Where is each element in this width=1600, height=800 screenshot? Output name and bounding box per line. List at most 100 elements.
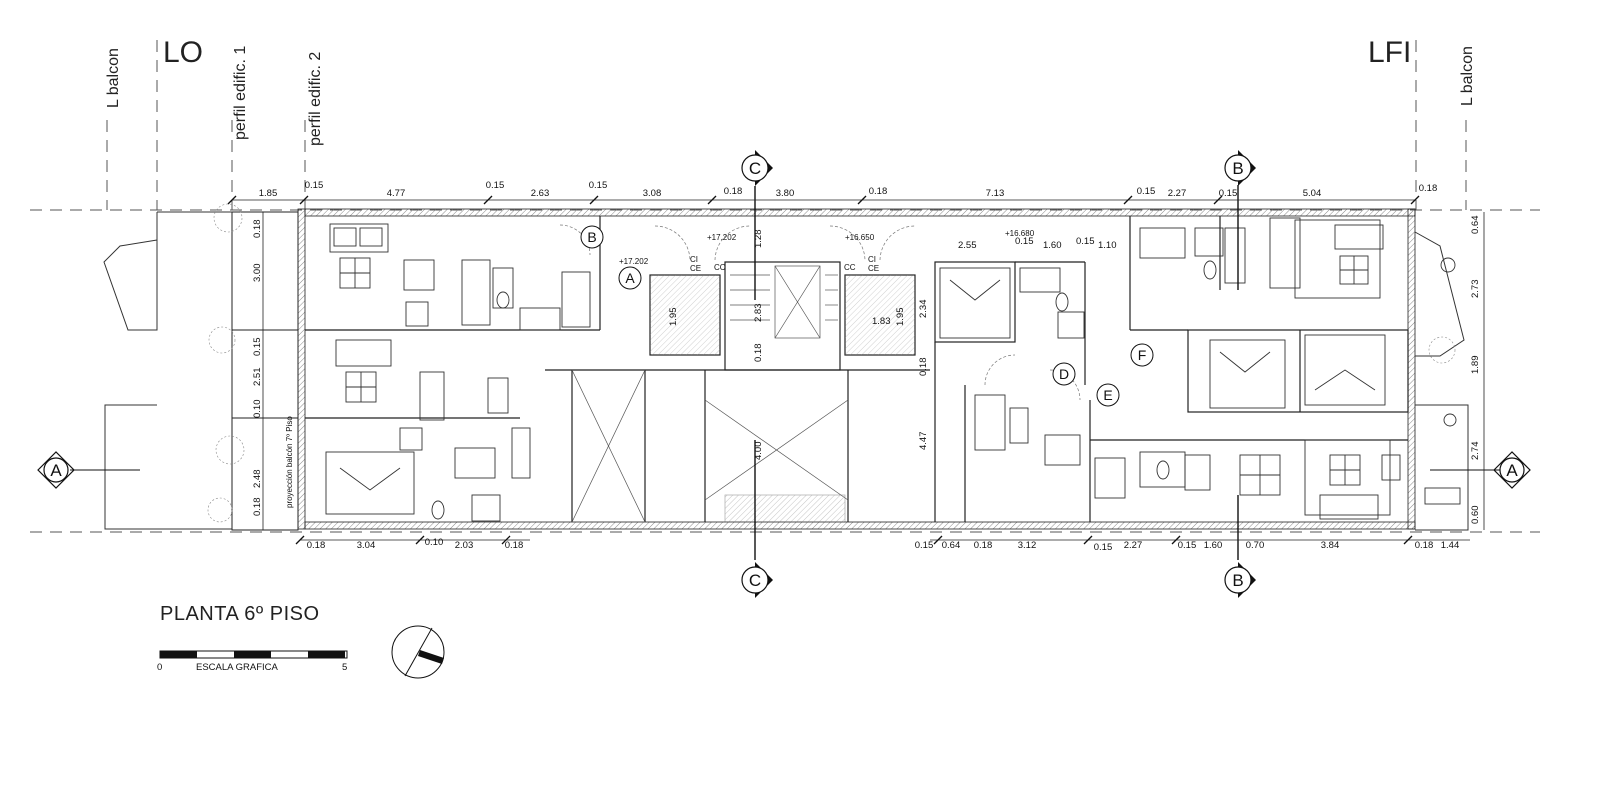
room-letters: A B D E F [580, 225, 1154, 407]
building-walls [103, 208, 1469, 531]
svg-text:0.15: 0.15 [1076, 236, 1095, 247]
svg-text:0.10: 0.10 [425, 537, 444, 548]
svg-text:CE: CE [690, 264, 701, 273]
svg-text:2.83: 2.83 [753, 304, 764, 323]
drawing-title: PLANTA 6º PISO [160, 603, 320, 625]
svg-text:0.15: 0.15 [1137, 186, 1156, 197]
svg-text:0: 0 [157, 662, 162, 673]
svg-text:0.70: 0.70 [1246, 540, 1265, 551]
reference-lines [30, 40, 1540, 533]
svg-text:0.64: 0.64 [1470, 216, 1481, 235]
svg-text:0.18: 0.18 [869, 186, 888, 197]
svg-text:2.74: 2.74 [1470, 442, 1481, 461]
l-balcon-right-label: L balcon [1459, 46, 1476, 106]
svg-text:0.18: 0.18 [252, 220, 263, 239]
svg-text:CI: CI [690, 255, 698, 264]
svg-text:A: A [50, 461, 62, 480]
perfil-edific-2-label: perfil edific. 2 [307, 52, 324, 146]
section-marker-a-right: A [1493, 451, 1531, 489]
room-letter-d: D [1059, 366, 1069, 382]
svg-text:0.18: 0.18 [753, 344, 764, 363]
svg-text:0.10: 0.10 [252, 400, 263, 419]
perfil-edific-1-label: perfil edific. 1 [232, 46, 249, 140]
svg-text:0.64: 0.64 [942, 540, 961, 551]
top-dimensions: 1.85 0.15 4.77 0.15 2.63 0.15 3.08 0.18 … [259, 180, 1438, 199]
projection-note: proyección balcón 7º Piso [285, 416, 294, 508]
svg-text:0.15: 0.15 [1094, 542, 1113, 553]
svg-text:2.27: 2.27 [1168, 188, 1187, 199]
room-letter-b: B [587, 229, 596, 245]
section-marker-a-left: A [37, 451, 75, 489]
svg-text:1.83: 1.83 [872, 316, 891, 327]
room-letter-f: F [1138, 347, 1147, 363]
graphic-scale: 0 ESCALA GRAFICA 5 [157, 650, 348, 673]
furniture [325, 217, 1461, 522]
svg-text:5: 5 [342, 662, 347, 673]
svg-text:0.15: 0.15 [1015, 236, 1034, 247]
svg-text:5.04: 5.04 [1303, 188, 1322, 199]
svg-text:A: A [1506, 461, 1518, 480]
svg-text:7.13: 7.13 [986, 188, 1005, 199]
svg-text:3.80: 3.80 [776, 188, 795, 199]
svg-text:0.18: 0.18 [505, 540, 524, 551]
svg-text:3.08: 3.08 [643, 188, 662, 199]
svg-text:0.18: 0.18 [1419, 183, 1438, 194]
svg-text:2.27: 2.27 [1124, 540, 1143, 551]
svg-text:0.60: 0.60 [1470, 506, 1481, 525]
room-letter-e: E [1103, 387, 1112, 403]
svg-text:B: B [1232, 159, 1243, 178]
section-marker-b-top: B [1224, 150, 1256, 186]
svg-text:0.15: 0.15 [1219, 188, 1238, 199]
axis-label-lfi: LFI [1368, 36, 1411, 69]
svg-text:3.04: 3.04 [357, 540, 376, 551]
svg-text:4.47: 4.47 [918, 432, 929, 451]
svg-text:1.28: 1.28 [753, 230, 764, 249]
svg-text:2.63: 2.63 [531, 188, 550, 199]
svg-text:2.48: 2.48 [252, 470, 263, 489]
svg-text:1.95: 1.95 [895, 308, 906, 327]
svg-text:0.18: 0.18 [307, 540, 326, 551]
dimension-ticks [227, 195, 1420, 545]
svg-text:2.34: 2.34 [918, 300, 929, 319]
svg-text:B: B [1232, 571, 1243, 590]
svg-text:CC: CC [714, 263, 726, 272]
svg-text:1.89: 1.89 [1470, 356, 1481, 375]
svg-text:+17.202: +17.202 [707, 233, 737, 242]
right-dimensions: 0.64 2.73 1.89 2.74 0.60 [1470, 216, 1481, 525]
svg-text:2.51: 2.51 [252, 368, 263, 387]
svg-text:1.44: 1.44 [1441, 540, 1460, 551]
l-balcon-left-label: L balcon [105, 48, 122, 108]
svg-text:1.10: 1.10 [1098, 240, 1117, 251]
svg-text:1.85: 1.85 [259, 188, 278, 199]
svg-text:0.18: 0.18 [724, 186, 743, 197]
svg-text:0.15: 0.15 [915, 540, 934, 551]
svg-text:0.18: 0.18 [974, 540, 993, 551]
elevation-markers: +17.202 +17.202 +16.650 +16.680 CI CE CC… [619, 229, 1035, 273]
bottom-dimensions: 0.18 3.04 0.10 2.03 0.18 0.15 0.64 0.18 … [307, 537, 1460, 553]
section-marker-c-top: C [741, 150, 773, 186]
section-marker-c-bottom: C [741, 562, 773, 598]
interior-dimensions: 2.55 0.15 1.60 0.15 1.10 1.95 2.83 1.28 … [668, 230, 1117, 461]
svg-text:3.12: 3.12 [1018, 540, 1037, 551]
svg-text:0.15: 0.15 [589, 180, 608, 191]
room-letter-a: A [625, 270, 635, 286]
svg-text:C: C [749, 571, 761, 590]
left-dimensions: 0.18 3.00 0.15 2.51 0.10 2.48 0.18 [252, 220, 263, 517]
svg-text:CC: CC [844, 263, 856, 272]
svg-text:0.15: 0.15 [486, 180, 505, 191]
svg-text:2.73: 2.73 [1470, 280, 1481, 299]
svg-text:1.60: 1.60 [1204, 540, 1223, 551]
svg-text:ESCALA GRAFICA: ESCALA GRAFICA [196, 662, 278, 673]
svg-text:1.95: 1.95 [668, 308, 679, 327]
svg-text:0.18: 0.18 [252, 498, 263, 517]
svg-text:0.15: 0.15 [1178, 540, 1197, 551]
stair-and-shafts [571, 265, 849, 523]
svg-text:4.77: 4.77 [387, 188, 406, 199]
svg-text:0.18: 0.18 [918, 358, 929, 377]
svg-text:3.84: 3.84 [1321, 540, 1340, 551]
axis-label-lo: LO [163, 36, 203, 69]
svg-text:CE: CE [868, 264, 879, 273]
svg-text:2.03: 2.03 [455, 540, 474, 551]
section-marker-b-bottom: B [1224, 562, 1256, 598]
svg-text:4.00: 4.00 [753, 442, 764, 461]
